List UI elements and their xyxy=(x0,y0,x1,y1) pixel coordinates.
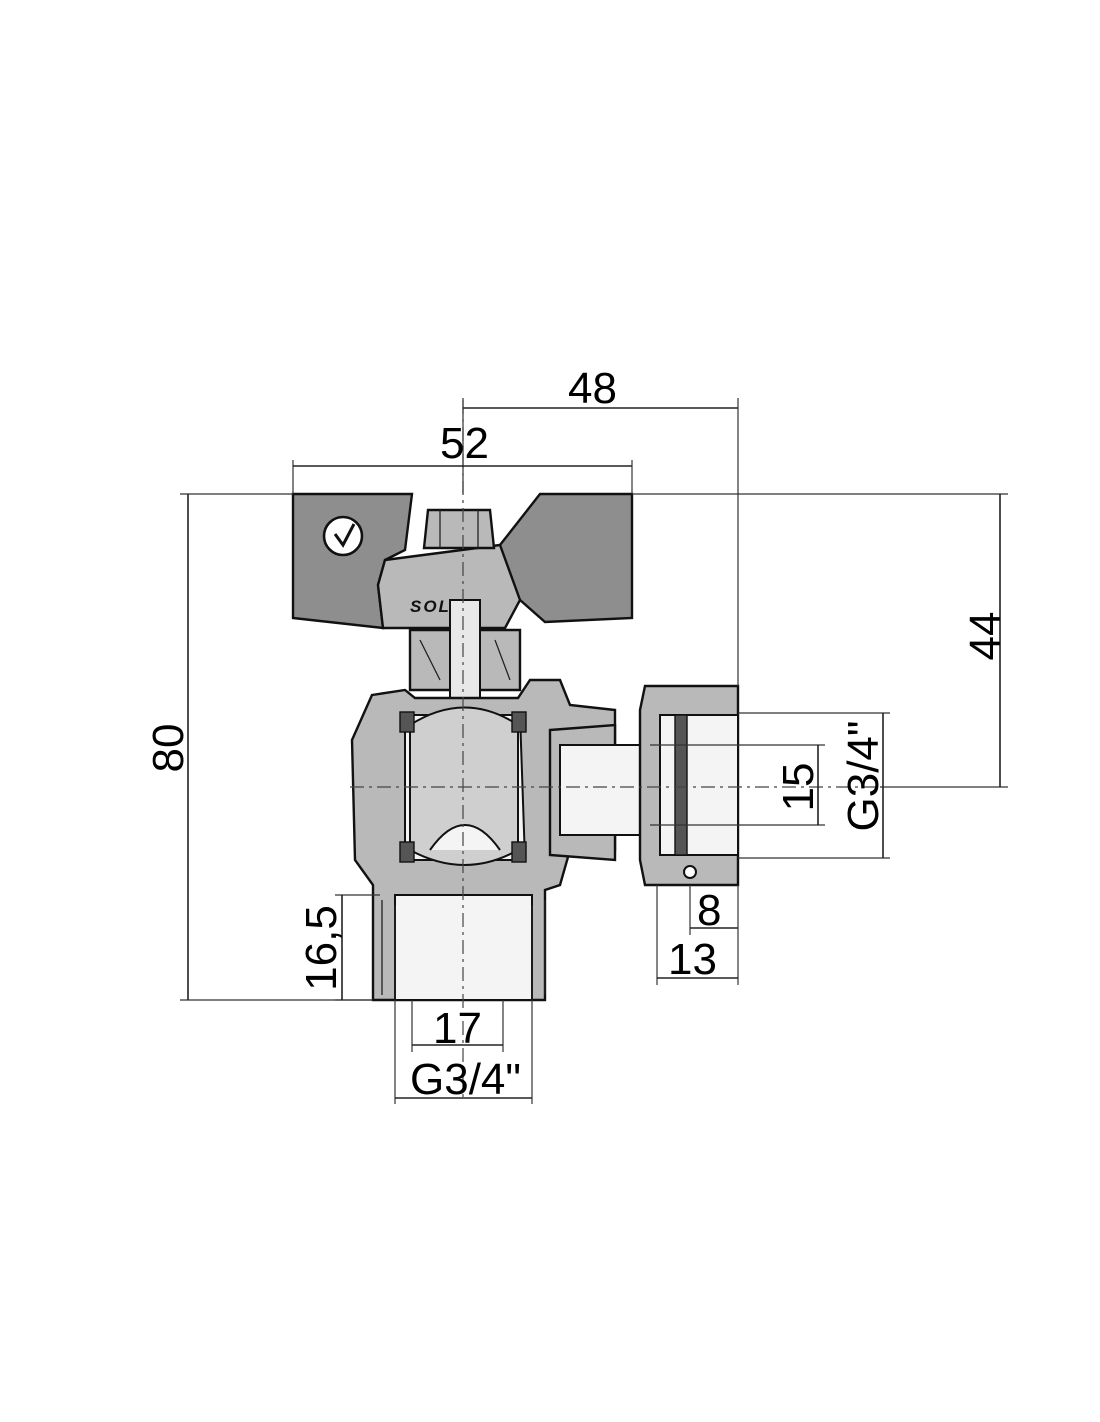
valve-body: SOL xyxy=(291,492,740,1002)
dim-overall-width: 48 xyxy=(568,364,617,413)
brand-label: SOL xyxy=(410,597,451,616)
dimension-labels: 48 52 80 44 G3/4" 15 16,5 17 G3/4" 8 13 xyxy=(144,364,1010,1104)
tail-bore xyxy=(559,744,651,836)
dim-nut-length: 13 xyxy=(668,935,717,984)
dim-overall-height: 80 xyxy=(144,724,193,773)
dim-outlet-thread: G3/4" xyxy=(839,720,888,831)
stem-nut xyxy=(422,508,496,550)
nut-bore xyxy=(659,714,739,856)
dim-nut-inner: 8 xyxy=(697,886,721,935)
check-circle-logo-icon xyxy=(322,515,364,557)
dim-inlet-length: 16,5 xyxy=(297,905,346,991)
dim-handle-width: 52 xyxy=(440,419,489,468)
dim-inlet-thread: G3/4" xyxy=(410,1055,521,1104)
dim-outlet-bore: 15 xyxy=(774,763,823,812)
dim-inlet-bore: 17 xyxy=(433,1004,482,1053)
dimension-lines xyxy=(180,398,1008,1104)
dim-handle-to-axis: 44 xyxy=(961,612,1010,661)
nut-hole xyxy=(683,865,697,879)
center-lines xyxy=(350,400,880,1100)
handle-center xyxy=(376,543,522,630)
stem xyxy=(449,599,481,711)
